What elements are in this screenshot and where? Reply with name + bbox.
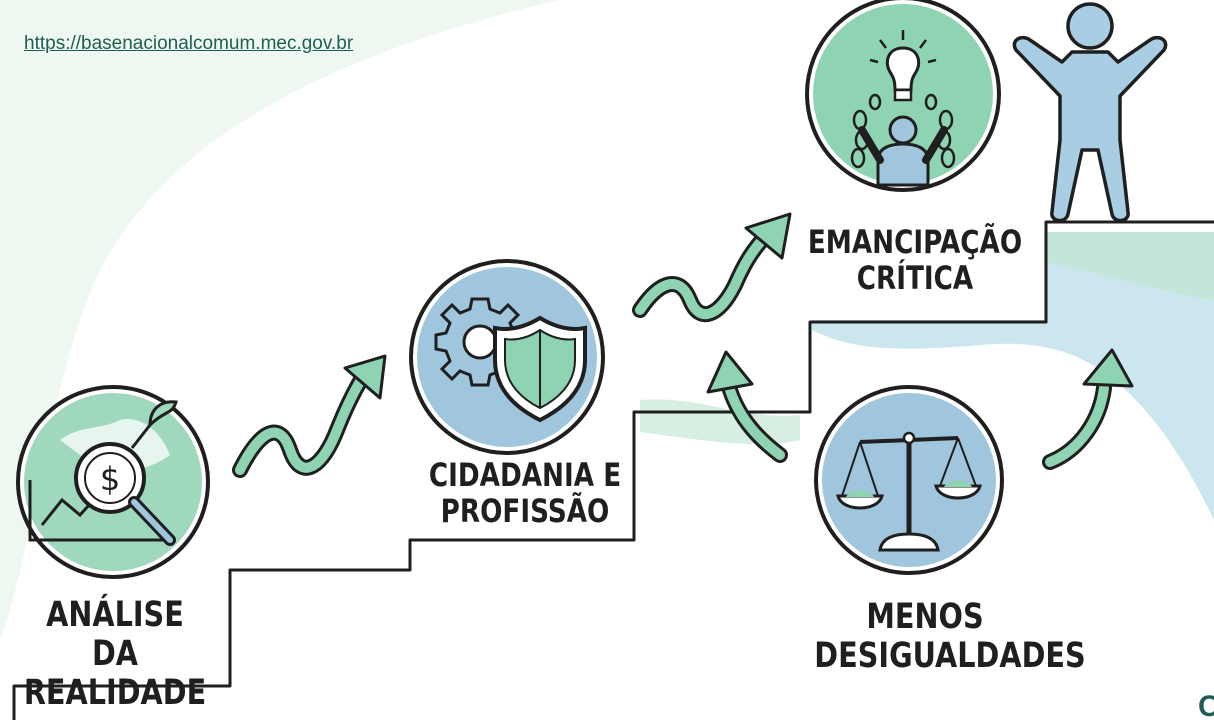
top-block-wash-mint bbox=[1046, 232, 1214, 300]
step-label-analise-da-realidade: ANÁLISE DA REALIDADE bbox=[21, 595, 210, 714]
step-wash-mint bbox=[640, 399, 800, 445]
step-label-line: REALIDADE bbox=[23, 673, 207, 714]
step-label-cidadania-e-profissao: CIDADANIA E PROFISSÃO bbox=[423, 456, 628, 530]
step-label-menos-desigualdades: MENOS DESIGUALDADES bbox=[814, 597, 1086, 677]
staircase bbox=[12, 220, 1214, 720]
svg-text:$: $ bbox=[100, 460, 120, 498]
top-block-wash bbox=[812, 232, 1214, 520]
step-label-line: CIDADANIA E bbox=[428, 456, 622, 494]
balance-scale-icon bbox=[814, 385, 1004, 575]
source-link[interactable]: https://basenacionalcomum.mec.gov.br bbox=[24, 33, 354, 54]
person-arms-raised-icon bbox=[1012, 2, 1168, 223]
arrow-step2-to-step3 bbox=[632, 212, 792, 323]
corner-partial-letter: C bbox=[1198, 690, 1214, 723]
arrow-step4-up-left bbox=[706, 350, 788, 463]
step-label-line: EMANCIPAÇÃO bbox=[807, 223, 1023, 261]
step-label-emancipacao-critica: EMANCIPAÇÃO CRÍTICA bbox=[796, 223, 1034, 297]
step-label-line: ANÁLISE DA bbox=[46, 595, 184, 675]
lightbulb-broken-chains-icon bbox=[805, 0, 1001, 192]
step-label-line: MENOS bbox=[866, 597, 984, 637]
step-label-line: DESIGUALDADES bbox=[814, 636, 1086, 677]
background-tint bbox=[0, 0, 560, 640]
arrow-step1-to-step2 bbox=[232, 354, 387, 478]
magnifier-dollar-growth-icon: $ bbox=[16, 385, 210, 579]
step-label-line: PROFISSÃO bbox=[440, 491, 610, 530]
gear-shield-icon bbox=[409, 259, 605, 455]
step-label-line: CRÍTICA bbox=[856, 258, 974, 297]
arrow-step4-up-right bbox=[1042, 348, 1134, 470]
